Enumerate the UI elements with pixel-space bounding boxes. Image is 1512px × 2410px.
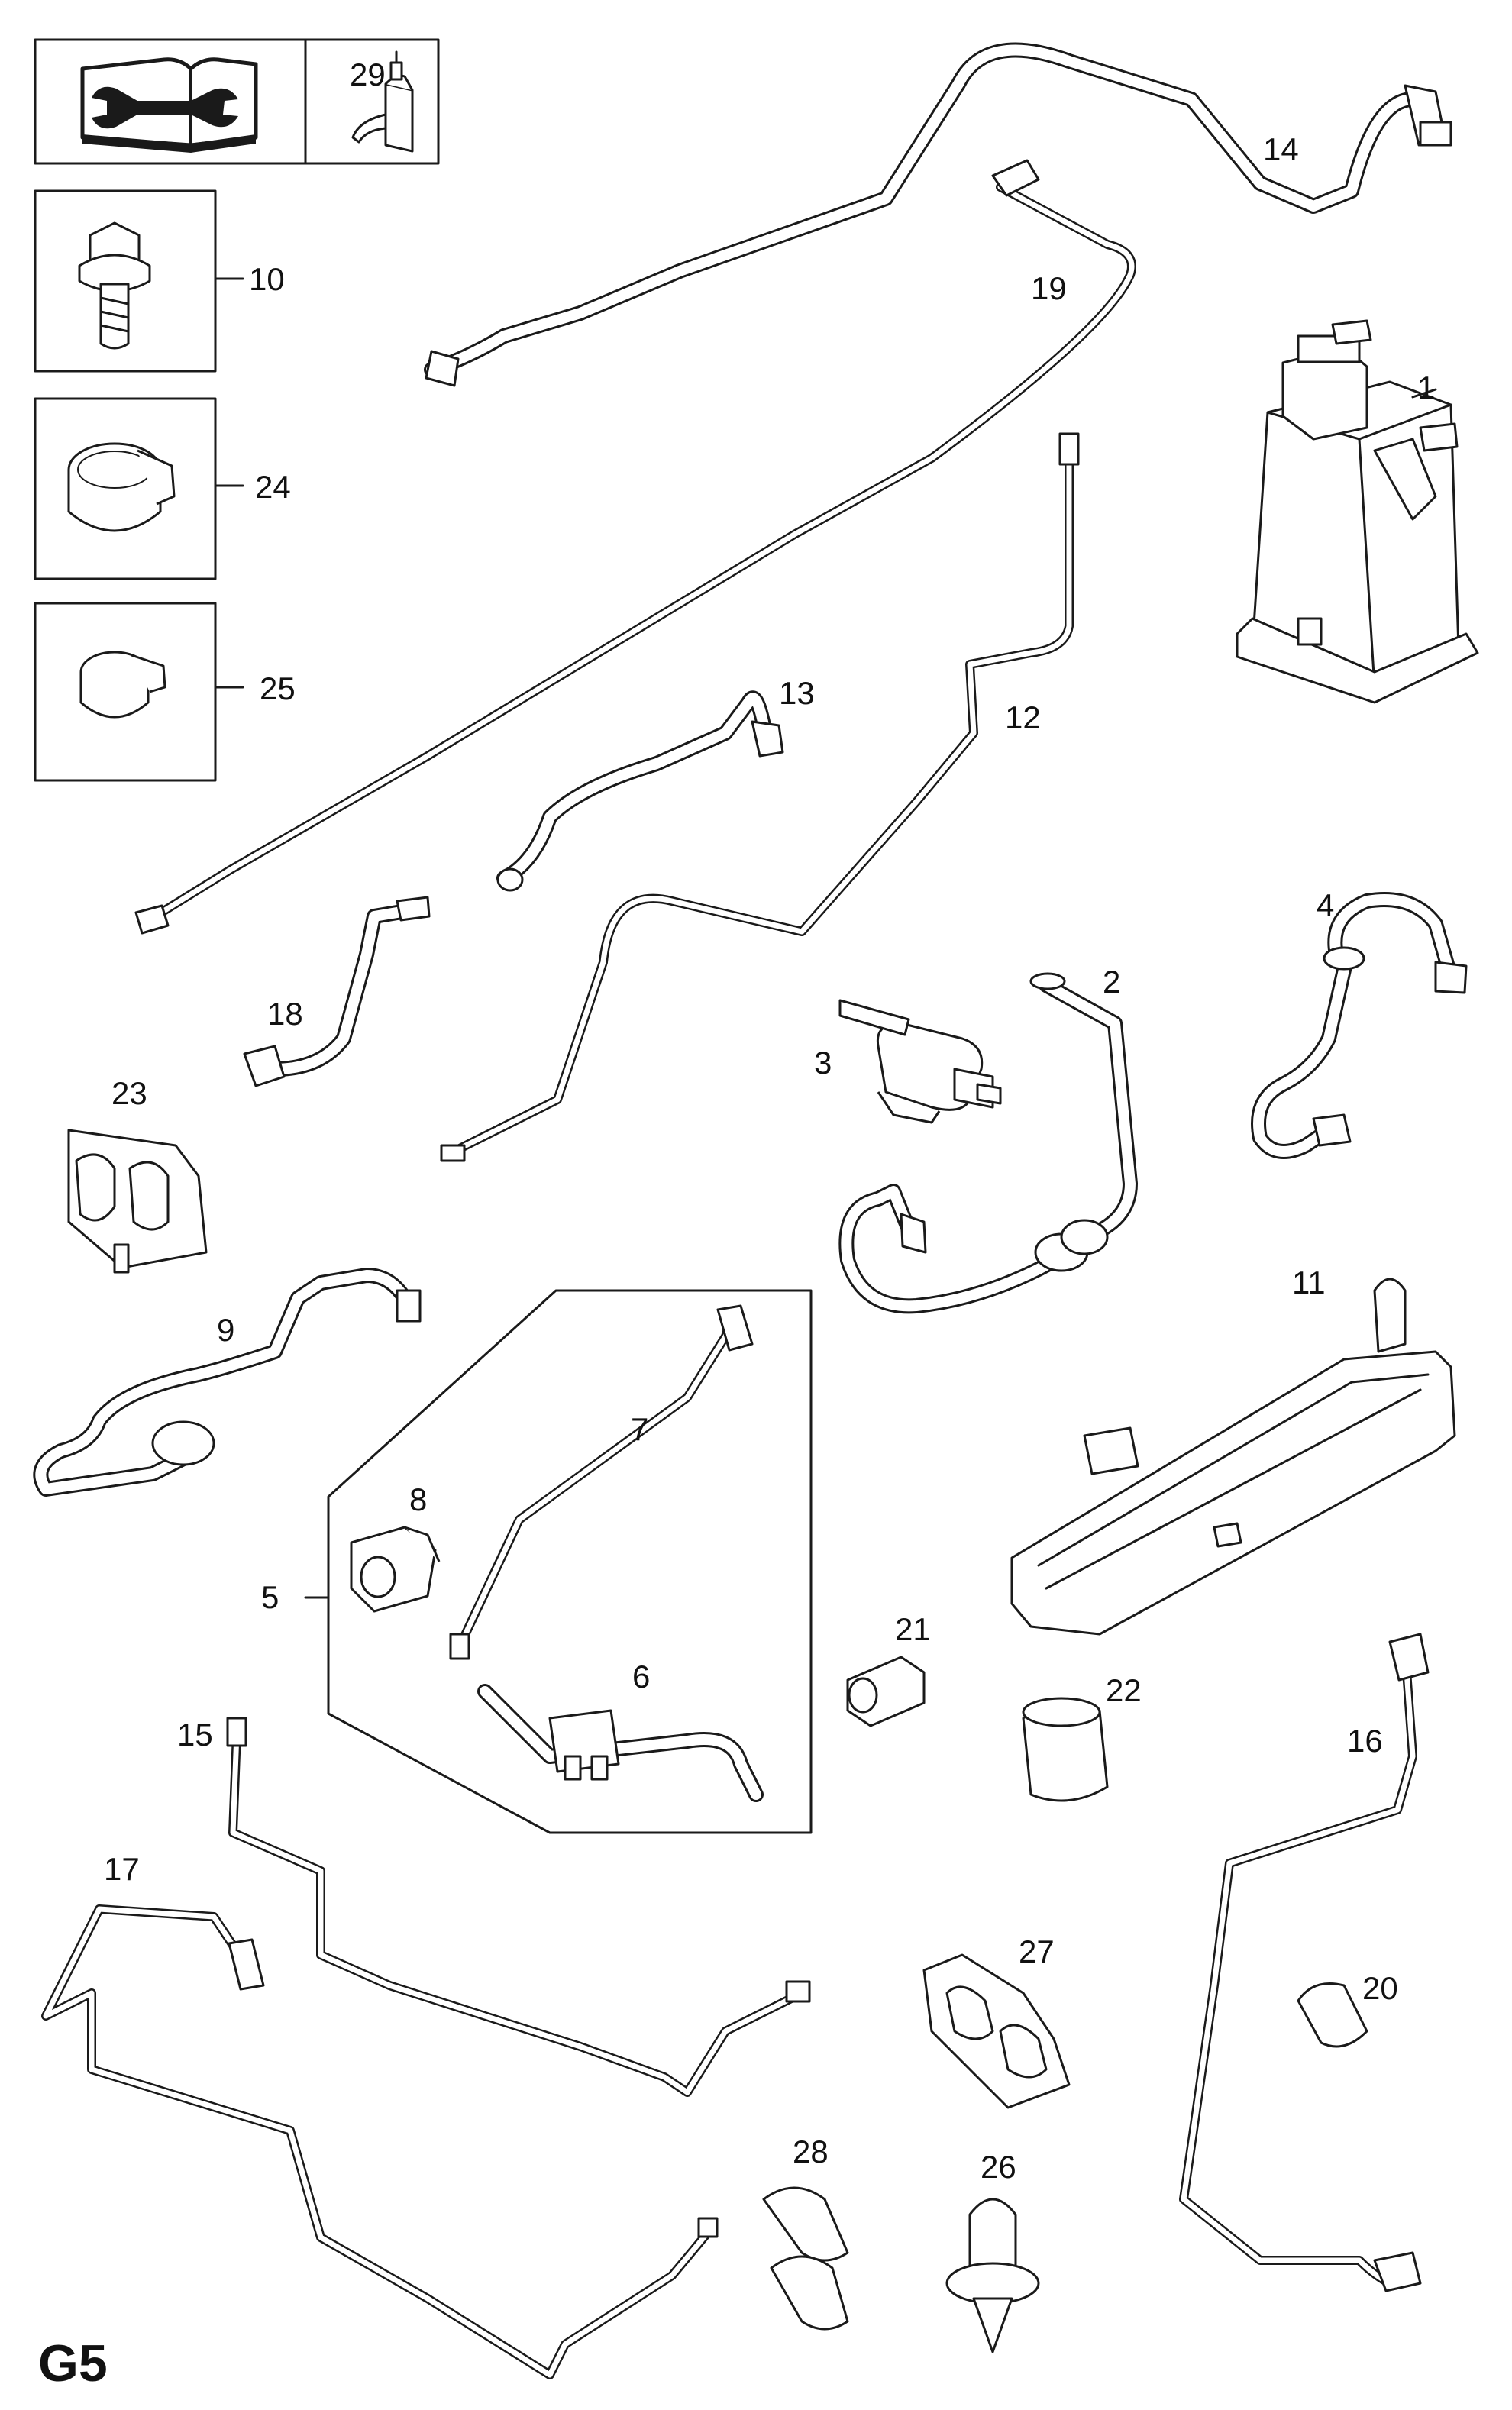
part-14-fuel-vapor-hose bbox=[424, 42, 1452, 387]
callout-23: 23 bbox=[111, 1075, 147, 1111]
part-8-clip bbox=[350, 1526, 441, 1613]
part-12-fuel-pipe bbox=[440, 432, 1080, 1162]
callout-3: 3 bbox=[814, 1045, 832, 1081]
callout-19: 19 bbox=[1031, 270, 1067, 306]
part-16-fuel-pipe bbox=[1179, 1633, 1430, 2292]
callout-2: 2 bbox=[1103, 964, 1120, 1000]
hose-clamp-icon bbox=[67, 442, 244, 532]
callout-25: 25 bbox=[260, 670, 296, 706]
legend-bolt-box bbox=[34, 189, 244, 373]
sheet-id: G5 bbox=[38, 2334, 108, 2392]
part-15-fuel-pipe bbox=[226, 1717, 811, 2097]
part-7-vent-pipe bbox=[449, 1304, 754, 1660]
part-3-purge-valve bbox=[838, 999, 1002, 1124]
part-21-sleeve-clip bbox=[846, 1656, 926, 1727]
callout-6: 6 bbox=[632, 1659, 650, 1694]
callout-20: 20 bbox=[1362, 1970, 1398, 2006]
part-11-fuel-tank-module bbox=[1010, 1278, 1456, 1636]
callout-21: 21 bbox=[895, 1611, 931, 1647]
bolt-icon bbox=[78, 221, 244, 350]
callout-16: 16 bbox=[1347, 1723, 1383, 1759]
spring-clamp-icon bbox=[79, 651, 244, 719]
part-26-push-rivet bbox=[945, 2198, 1040, 2353]
callout-13: 13 bbox=[779, 675, 815, 711]
legend-manual-box bbox=[34, 38, 440, 165]
callout-5: 5 bbox=[261, 1579, 279, 1615]
legend-clamp-box-24 bbox=[34, 397, 244, 580]
part-23-pipe-clip bbox=[67, 1129, 208, 1274]
part-2-vent-hose-filter bbox=[838, 972, 1138, 1314]
callout-11: 11 bbox=[1292, 1265, 1326, 1300]
callout-14: 14 bbox=[1263, 131, 1299, 167]
callout-27: 27 bbox=[1019, 1933, 1055, 1969]
callout-24: 24 bbox=[255, 469, 291, 505]
callout-28: 28 bbox=[793, 2134, 829, 2169]
callout-8: 8 bbox=[409, 1481, 427, 1517]
callout-10: 10 bbox=[249, 261, 285, 297]
part-1-charcoal-canister bbox=[1236, 319, 1479, 704]
part-4-vent-hose bbox=[1251, 892, 1468, 1159]
service-manual-wrench-icon bbox=[80, 57, 258, 153]
callout-15: 15 bbox=[177, 1717, 213, 1753]
part-9-vent-hose-filter bbox=[33, 1268, 422, 1497]
part-20-clip bbox=[1297, 1982, 1368, 2048]
part-27-pipe-clip bbox=[922, 1953, 1071, 2109]
callout-22: 22 bbox=[1106, 1672, 1142, 1708]
callout-9: 9 bbox=[217, 1312, 234, 1348]
adhesive-bottle-icon bbox=[351, 50, 414, 153]
leader-lines bbox=[1411, 388, 1437, 399]
part-28-double-clip bbox=[762, 2186, 849, 2331]
callout-18: 18 bbox=[267, 996, 303, 1032]
part-18-vent-hose bbox=[243, 896, 431, 1087]
callout-1: 1 bbox=[1417, 370, 1435, 405]
part-19-fuel-pipe bbox=[134, 159, 1136, 935]
callout-17: 17 bbox=[104, 1851, 140, 1887]
part-22-sleeve-clip bbox=[1022, 1697, 1109, 1802]
legend-clamp-box-25 bbox=[34, 602, 244, 782]
callout-4: 4 bbox=[1317, 887, 1334, 923]
callout-26: 26 bbox=[981, 2149, 1016, 2185]
callout-7: 7 bbox=[631, 1411, 648, 1447]
kit-5-outline bbox=[304, 1289, 813, 1834]
callout-29: 29 bbox=[350, 57, 386, 92]
part-17-fuel-pipe bbox=[41, 1904, 719, 2379]
part-13-vent-hose bbox=[496, 690, 784, 892]
part-6-vent-hose-valve bbox=[477, 1684, 764, 1802]
callout-12: 12 bbox=[1005, 699, 1041, 735]
